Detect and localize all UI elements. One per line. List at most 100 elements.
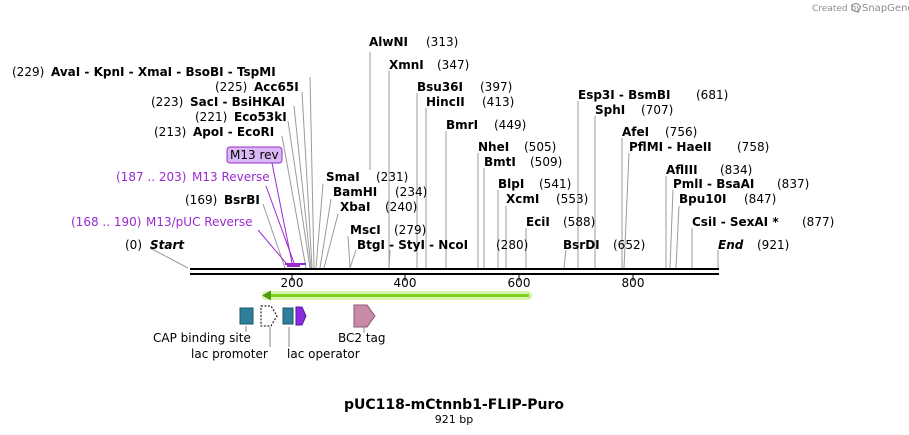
site-name: Bpu10I: [679, 192, 726, 206]
cap-binding-site-feature[interactable]: [239, 307, 254, 325]
site-name: Bsu36I: [417, 80, 463, 94]
site-name: PmlI - BsaAI: [673, 177, 754, 191]
end-label: End: [718, 238, 744, 252]
site-position: (413): [482, 95, 514, 109]
snapgene-credit: Created by SnapGene: [812, 2, 909, 14]
start-label: Start: [150, 238, 185, 252]
bc2-tag-feature[interactable]: [353, 304, 376, 328]
m13-reverse-name: M13 Reverse: [192, 170, 270, 184]
site-name: BtgI - StyI - NcoI: [357, 238, 468, 252]
site-position: (837): [777, 177, 809, 191]
site-name: BmrI: [446, 118, 478, 132]
site-position: (541): [539, 177, 571, 191]
credit-text: Created by: [812, 4, 862, 14]
site-name: Acc65I: [254, 80, 299, 94]
site-position: (221): [195, 110, 227, 124]
site-position: (231): [376, 170, 408, 184]
site-name: SphI: [595, 103, 625, 117]
site-name: PflMI - HaeII: [629, 140, 712, 154]
primer-labels: M13 rev (187 .. 203) M13 Reverse (168 ..…: [71, 146, 283, 229]
site-name: MscI: [350, 223, 381, 237]
site-connectors: [149, 52, 719, 269]
features: CAP binding site lac promoter lac operat…: [153, 304, 386, 361]
site-position: (240): [385, 200, 417, 214]
site-name: Esp3I - BsmBI: [578, 88, 670, 102]
site-position: (313): [426, 35, 458, 49]
site-name: AfeI: [622, 125, 649, 139]
site-position: (229): [12, 65, 44, 79]
site-position: (279): [394, 223, 426, 237]
site-name: HincII: [426, 95, 465, 109]
site-position: (169): [185, 193, 217, 207]
cap-binding-site-label: CAP binding site: [153, 331, 251, 345]
site-position: (756): [665, 125, 697, 139]
left-site-labels: (229) AvaI - KpnI - XmaI - BsoBI - TspMI…: [12, 65, 299, 252]
ruler-tick-label: 800: [622, 276, 645, 290]
site-position: (280): [496, 238, 528, 252]
site-labels: AlwNI (313) XmnI (347) Bsu36I (397) Hinc…: [326, 35, 834, 252]
site-position: (847): [744, 192, 776, 206]
primer-connectors: [257, 162, 295, 264]
sequence-backbone: [190, 268, 719, 275]
site-name: EciI: [526, 215, 550, 229]
plasmid-length: 921 bp: [435, 413, 473, 426]
site-position: (449): [494, 118, 526, 132]
site-name: AlwNI: [369, 35, 408, 49]
lac-operator-feature[interactable]: [295, 306, 307, 326]
orf-arrow[interactable]: [262, 290, 532, 301]
snapgene-logo-icon: [851, 2, 861, 13]
site-name: BlpI: [498, 177, 524, 191]
brand-text: SnapGene: [862, 3, 909, 14]
lac-promoter-feature[interactable]: [260, 305, 278, 327]
site-name: AflIII: [666, 163, 698, 177]
ruler: 200 400 600 800: [281, 275, 645, 290]
site-name: XbaI: [340, 200, 370, 214]
site-name: BamHI: [333, 185, 377, 199]
m13-rev-label: M13 rev: [230, 148, 279, 162]
ruler-tick-label: 600: [508, 276, 531, 290]
m13-puc-reverse-range: (168 .. 190): [71, 215, 141, 229]
site-position: (553): [556, 192, 588, 206]
m13-puc-reverse-name: M13/pUC Reverse: [146, 215, 253, 229]
site-position: (0): [125, 238, 142, 252]
site-position: (347): [437, 58, 469, 72]
site-position: (225): [215, 80, 247, 94]
site-name: SmaI: [326, 170, 360, 184]
site-name: NheI: [478, 140, 509, 154]
bc2-tag-label: BC2 tag: [338, 331, 386, 345]
primer-markers: [285, 263, 306, 267]
site-name: BmtI: [484, 155, 516, 169]
site-name: CsiI - SexAI *: [692, 215, 779, 229]
site-name: XcmI: [506, 192, 539, 206]
site-position: (223): [151, 95, 183, 109]
site-position: (505): [524, 140, 556, 154]
site-position: (509): [530, 155, 562, 169]
lac-promoter-label: lac promoter: [191, 347, 268, 361]
m13-rev-box[interactable]: [226, 146, 283, 164]
plasmid-title-block: pUC118-mCtnnb1-FLIP-Puro 921 bp: [344, 397, 564, 426]
site-name: ApoI - EcoRI: [193, 125, 274, 139]
site-name: SacI - BsiHKAI: [190, 95, 285, 109]
ruler-tick-label: 200: [281, 276, 304, 290]
lac-operator-label: lac operator: [287, 347, 360, 361]
site-position: (397): [480, 80, 512, 94]
lac-operator-box-feature[interactable]: [282, 307, 294, 325]
site-position: (707): [641, 103, 673, 117]
site-position: (877): [802, 215, 834, 229]
site-position: (681): [696, 88, 728, 102]
site-position: (758): [737, 140, 769, 154]
site-position: (588): [563, 215, 595, 229]
site-name: XmnI: [389, 58, 424, 72]
plasmid-title: pUC118-mCtnnb1-FLIP-Puro: [344, 397, 564, 413]
site-position: (652): [613, 238, 645, 252]
m13-reverse-range: (187 .. 203): [116, 170, 186, 184]
site-name: BsrBI: [224, 193, 260, 207]
site-name: Eco53kI: [234, 110, 287, 124]
site-position: (213): [154, 125, 186, 139]
site-position: (834): [720, 163, 752, 177]
site-position: (921): [757, 238, 789, 252]
site-position: (234): [395, 185, 427, 199]
site-name: AvaI - KpnI - XmaI - BsoBI - TspMI: [51, 65, 276, 79]
site-name: BsrDI: [563, 238, 600, 252]
